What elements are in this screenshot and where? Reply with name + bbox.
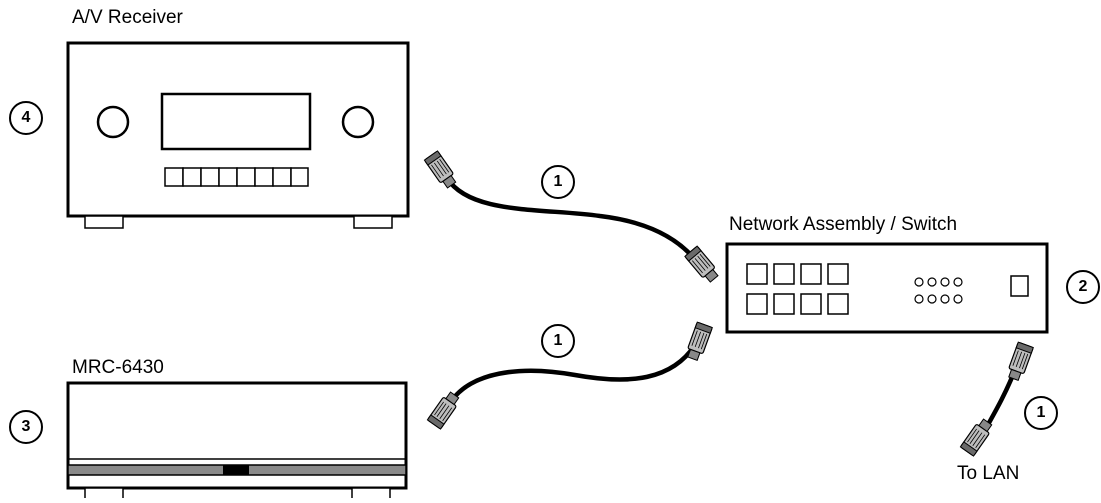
receiver-foot-right bbox=[353, 215, 393, 229]
receiver-knob-right-icon bbox=[341, 105, 375, 139]
mrc-foot-left bbox=[84, 487, 124, 501]
callout-receiver: 4 bbox=[9, 101, 43, 135]
ethernet-cable-receiver bbox=[423, 150, 721, 285]
callout-switch: 2 bbox=[1066, 270, 1100, 304]
lan-label: To LAN bbox=[957, 463, 1020, 484]
callout-cable-mid: 1 bbox=[541, 324, 575, 358]
receiver-label: A/V Receiver bbox=[72, 7, 183, 28]
rj45-connector-icon bbox=[959, 416, 995, 457]
rj45-connector-icon bbox=[426, 389, 462, 430]
receiver-button-row bbox=[164, 167, 309, 187]
switch-power-button bbox=[1010, 275, 1029, 297]
callout-cable-top: 1 bbox=[541, 165, 575, 199]
network-switch bbox=[725, 242, 1049, 334]
mrc-6430-label: MRC-6430 bbox=[72, 357, 164, 378]
switch-leds bbox=[914, 277, 963, 304]
rj45-connector-icon bbox=[1005, 341, 1034, 383]
callout-controller: 3 bbox=[9, 410, 43, 444]
ethernet-cable-lan bbox=[959, 341, 1034, 457]
av-receiver bbox=[66, 41, 410, 229]
receiver-knob-left-icon bbox=[96, 105, 130, 139]
mrc-6430-unit bbox=[66, 381, 408, 501]
mrc-foot-right bbox=[351, 487, 391, 501]
switch-ports bbox=[746, 263, 849, 315]
receiver-display bbox=[160, 92, 312, 151]
callout-cable-lan: 1 bbox=[1024, 396, 1058, 430]
receiver-foot-left bbox=[84, 215, 124, 229]
mrc-indicator bbox=[223, 465, 249, 475]
switch-label: Network Assembly / Switch bbox=[729, 214, 958, 235]
rj45-connector-icon bbox=[684, 321, 713, 363]
ethernet-cable-mrc bbox=[426, 321, 713, 430]
rj45-connector-icon bbox=[423, 150, 459, 191]
rj45-connector-icon bbox=[684, 245, 721, 285]
